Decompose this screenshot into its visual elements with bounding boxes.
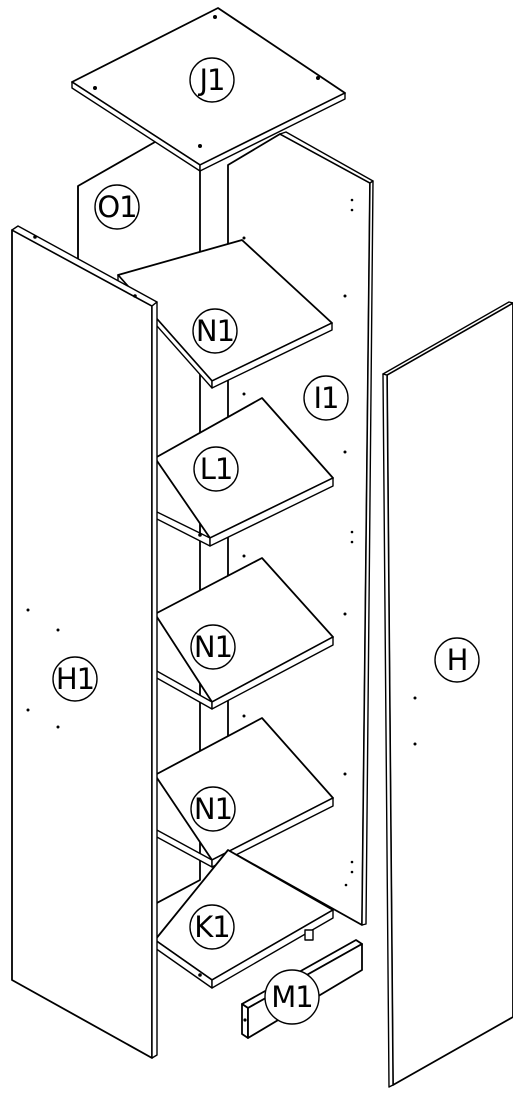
label-text: N1 — [194, 630, 232, 664]
left-side-panel — [11, 225, 158, 1059]
shelf-3 — [154, 557, 334, 710]
part-label-k1: K1 — [189, 904, 235, 950]
part-label-l1: L1 — [193, 446, 239, 492]
door-panel — [382, 301, 513, 1088]
label-text: N1 — [194, 792, 232, 826]
label-text: I1 — [313, 381, 338, 415]
part-label-n1-bottom: N1 — [190, 786, 236, 832]
label-text: L1 — [200, 452, 233, 486]
label-text: J1 — [197, 63, 224, 97]
part-label-n1-top: N1 — [192, 308, 238, 354]
bottom-panel — [154, 849, 334, 989]
part-label-m1: M1 — [264, 969, 320, 1025]
label-text: H1 — [56, 662, 94, 696]
part-label-i1: I1 — [303, 375, 349, 421]
label-text: M1 — [271, 980, 312, 1014]
shelf-2 — [154, 397, 334, 547]
part-label-o1: O1 — [94, 184, 140, 230]
part-label-h: H — [434, 637, 480, 683]
part-label-n1-middle: N1 — [190, 624, 236, 670]
part-label-j1: J1 — [189, 57, 235, 103]
right-panel-holes — [242, 198, 354, 887]
label-text: O1 — [97, 190, 136, 224]
label-text: K1 — [194, 910, 229, 944]
label-text: N1 — [196, 314, 234, 348]
part-label-h1: H1 — [52, 656, 98, 702]
label-text: H — [447, 643, 468, 677]
